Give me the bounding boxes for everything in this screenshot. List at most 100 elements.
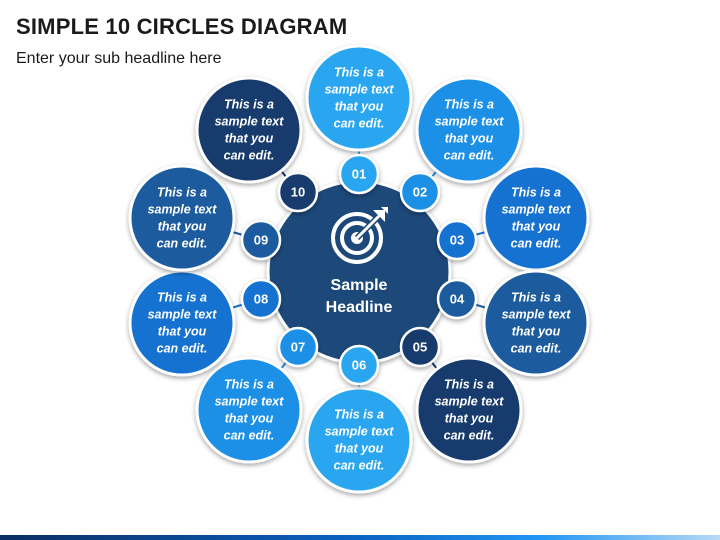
circle-text-line: can edit. bbox=[444, 429, 495, 443]
circle-text-line: can edit. bbox=[224, 149, 275, 163]
number-badge-05: 05 bbox=[399, 326, 441, 368]
number-badge-shape bbox=[338, 344, 380, 386]
page-title: SIMPLE 10 CIRCLES DIAGRAM bbox=[16, 14, 348, 39]
outer-circle-10: This is a sample text that you can edit. bbox=[195, 76, 303, 184]
number-badge-08: 08 bbox=[240, 278, 282, 320]
outer-circle-04: This is a sample text that you can edit. bbox=[482, 269, 590, 377]
outer-circle-07: This is a sample text that you can edit. bbox=[195, 356, 303, 464]
circle-text-line: sample text bbox=[215, 115, 285, 129]
circle-text-line: sample text bbox=[435, 115, 505, 129]
circle-text-line: sample text bbox=[325, 83, 395, 97]
number-badge-shape bbox=[338, 153, 380, 195]
circle-text-line: sample text bbox=[325, 425, 395, 439]
outer-circle-01: This is a sample text that you can edit. bbox=[305, 44, 413, 152]
circle-text-line: that you bbox=[445, 412, 494, 426]
outer-circle-02: This is a sample text that you can edit. bbox=[415, 76, 523, 184]
circle-text-line: that you bbox=[335, 100, 384, 114]
number-badge-shape bbox=[240, 278, 282, 320]
outer-circle-shape bbox=[415, 76, 523, 184]
number-badge-label: 01 bbox=[352, 167, 366, 182]
number-badges: 01 02 03 04 05 06 07 08 09 10 bbox=[240, 153, 478, 386]
circle-text-line: can edit. bbox=[157, 342, 208, 356]
circle-text-line: can edit. bbox=[334, 117, 385, 131]
number-badge-label: 04 bbox=[450, 292, 465, 307]
circle-text-line: that you bbox=[335, 442, 384, 456]
number-badge-shape bbox=[240, 219, 282, 261]
circle-text-line: that you bbox=[512, 220, 561, 234]
circle-text-line: can edit. bbox=[157, 237, 208, 251]
number-badge-shape bbox=[399, 326, 441, 368]
circle-text-line: that you bbox=[225, 412, 274, 426]
number-badge-07: 07 bbox=[277, 326, 319, 368]
circle-text-line: that you bbox=[158, 325, 207, 339]
circle-text-line: sample text bbox=[148, 308, 218, 322]
outer-circle-08: This is a sample text that you can edit. bbox=[128, 269, 236, 377]
circle-text-line: This is a bbox=[511, 186, 561, 200]
circle-text-line: sample text bbox=[148, 203, 218, 217]
circle-text-line: This is a bbox=[511, 291, 561, 305]
center-headline-line2: Headline bbox=[326, 299, 393, 316]
circle-text-line: sample text bbox=[502, 203, 572, 217]
page-subtitle: Enter your sub headline here bbox=[16, 50, 222, 67]
outer-circle-shape bbox=[482, 164, 590, 272]
outer-circle-06: This is a sample text that you can edit. bbox=[305, 386, 413, 494]
circle-text-line: This is a bbox=[224, 98, 274, 112]
number-badge-shape bbox=[436, 219, 478, 261]
circle-text-line: This is a bbox=[444, 98, 494, 112]
circle-text-line: This is a bbox=[334, 408, 384, 422]
number-badge-label: 10 bbox=[291, 185, 305, 200]
number-badge-03: 03 bbox=[436, 219, 478, 261]
circle-text-line: This is a bbox=[157, 186, 207, 200]
outer-circle-shape bbox=[195, 76, 303, 184]
outer-circle-shape bbox=[128, 164, 236, 272]
outer-circle-shape bbox=[415, 356, 523, 464]
circle-text-line: can edit. bbox=[224, 429, 275, 443]
center-hub: Sample Headline bbox=[266, 179, 452, 365]
circle-text-line: that you bbox=[512, 325, 561, 339]
circle-text-line: sample text bbox=[435, 395, 505, 409]
circle-text-line: can edit. bbox=[511, 342, 562, 356]
circle-text-line: This is a bbox=[444, 378, 494, 392]
outer-circle-shape bbox=[305, 386, 413, 494]
number-badge-09: 09 bbox=[240, 219, 282, 261]
circle-text-line: can edit. bbox=[511, 237, 562, 251]
outer-circle-shape bbox=[482, 269, 590, 377]
center-headline-line1: Sample bbox=[331, 277, 388, 294]
circle-text-line: This is a bbox=[224, 378, 274, 392]
number-badge-02: 02 bbox=[399, 171, 441, 213]
number-badge-shape bbox=[399, 171, 441, 213]
number-badge-label: 09 bbox=[254, 233, 268, 248]
number-badge-shape bbox=[277, 171, 319, 213]
number-badge-06: 06 bbox=[338, 344, 380, 386]
number-badge-label: 08 bbox=[254, 292, 268, 307]
number-badge-label: 02 bbox=[413, 185, 427, 200]
outer-circle-05: This is a sample text that you can edit. bbox=[415, 356, 523, 464]
number-badge-label: 03 bbox=[450, 233, 464, 248]
circle-text-line: sample text bbox=[502, 308, 572, 322]
circle-text-line: This is a bbox=[334, 66, 384, 80]
circle-text-line: This is a bbox=[157, 291, 207, 305]
bottom-accent-bar bbox=[0, 535, 720, 540]
circle-text-line: that you bbox=[225, 132, 274, 146]
outer-circle-shape bbox=[305, 44, 413, 152]
circle-text-line: that you bbox=[445, 132, 494, 146]
number-badge-label: 07 bbox=[291, 340, 305, 355]
circle-text-line: that you bbox=[158, 220, 207, 234]
number-badge-label: 06 bbox=[352, 358, 366, 373]
number-badge-01: 01 bbox=[338, 153, 380, 195]
number-badge-04: 04 bbox=[436, 278, 478, 320]
circle-text-line: can edit. bbox=[334, 459, 385, 473]
circle-text-line: can edit. bbox=[444, 149, 495, 163]
circle-text-line: sample text bbox=[215, 395, 285, 409]
outer-circle-shape bbox=[128, 269, 236, 377]
number-badge-label: 05 bbox=[413, 340, 427, 355]
number-badge-shape bbox=[277, 326, 319, 368]
number-badge-shape bbox=[436, 278, 478, 320]
number-badge-10: 10 bbox=[277, 171, 319, 213]
target-arrow-icon bbox=[331, 207, 388, 264]
outer-circle-09: This is a sample text that you can edit. bbox=[128, 164, 236, 272]
outer-circle-03: This is a sample text that you can edit. bbox=[482, 164, 590, 272]
outer-circle-shape bbox=[195, 356, 303, 464]
